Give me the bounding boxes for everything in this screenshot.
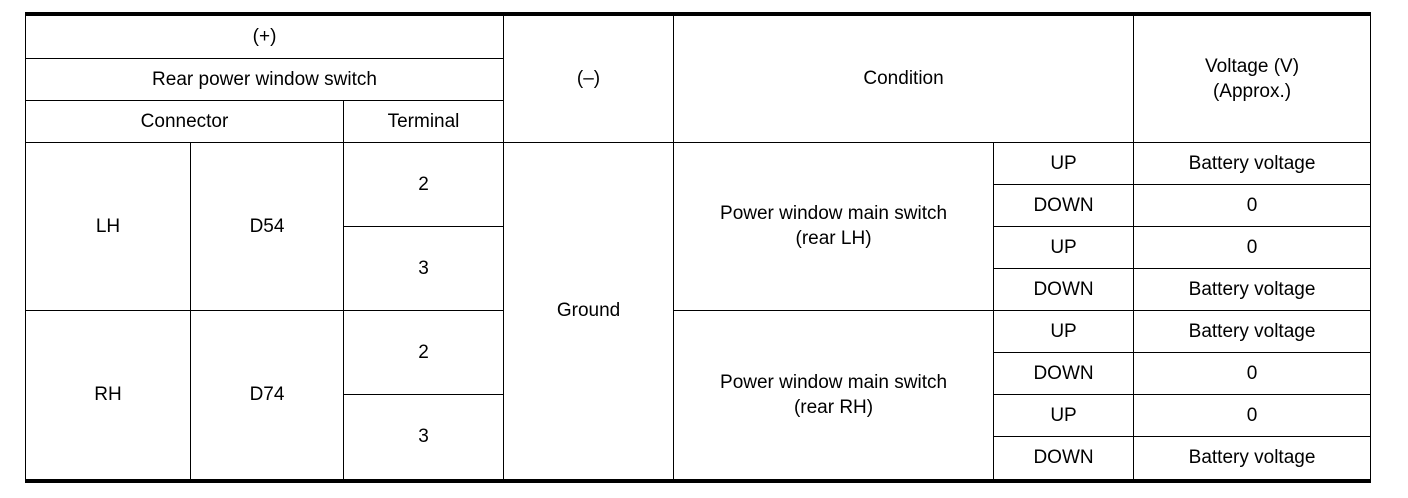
cell-terminal-rh-3: 3	[342, 393, 505, 482]
cell-voltage: Battery voltage	[1133, 309, 1372, 353]
cell-terminal-rh-2: 2	[342, 309, 505, 395]
cell-operation: UP	[993, 393, 1135, 437]
cell-operation: UP	[993, 309, 1135, 353]
table-row: 3 UP 0	[26, 225, 1372, 311]
cell-terminal-lh-2: 2	[342, 141, 505, 227]
header-plus-label: (+)	[24, 13, 505, 59]
header-terminal-label: Terminal	[342, 99, 505, 143]
cell-operation: UP	[993, 141, 1135, 185]
cell-voltage: 0	[1133, 183, 1372, 227]
table-row: DOWN 0	[26, 183, 1372, 227]
cell-operation: DOWN	[993, 435, 1135, 482]
table-row: 3 UP 0	[26, 393, 1372, 482]
cell-voltage: Battery voltage	[1133, 435, 1372, 482]
header-row-subcols: Connector Terminal	[25, 99, 1371, 143]
header-connector-label: Connector	[25, 99, 344, 143]
condition-rh-line2: (rear RH)	[793, 396, 874, 418]
cell-voltage: Battery voltage	[1133, 267, 1372, 311]
cell-terminal-lh-3: 3	[342, 225, 505, 311]
table-row: DOWN 0	[26, 351, 1372, 395]
cell-connector-d74: D74	[190, 309, 344, 482]
cell-voltage: 0	[1133, 393, 1372, 437]
header-row-group: Rear power window switch	[24, 57, 1371, 101]
table-row: LH D54 2 Ground Power window main switch…	[25, 141, 1372, 482]
header-row-plus: (+) (–) Condition Voltage (V) (Approx.)	[24, 13, 1372, 143]
header-voltage-line1: Voltage (V)	[1205, 55, 1300, 77]
condition-rh-line1: Power window main switch	[720, 371, 948, 393]
condition-lh-line1: Power window main switch	[720, 203, 948, 225]
header-voltage-line2: (Approx.)	[1212, 80, 1292, 102]
header-group-label: Rear power window switch	[24, 57, 505, 101]
table-row: DOWN Battery voltage	[26, 435, 1372, 482]
cell-operation: DOWN	[993, 183, 1135, 227]
header-condition-label: Condition	[673, 13, 1135, 143]
cell-voltage: Battery voltage	[1133, 141, 1372, 185]
cell-condition-rh: Power window main switch (rear RH)	[673, 309, 995, 482]
cell-connector-d54: D54	[190, 141, 344, 311]
cell-ground: Ground	[503, 141, 675, 482]
voltage-spec-table: (+) (–) Condition Voltage (V) (Approx.) …	[24, 12, 1372, 483]
cell-condition-lh: Power window main switch (rear LH)	[673, 141, 995, 311]
cell-operation: DOWN	[993, 351, 1135, 395]
header-minus-label: (–)	[503, 13, 675, 143]
cell-side-lh: LH	[25, 141, 191, 311]
cell-operation: UP	[993, 225, 1135, 269]
table-row: RH D74 2 Power window main switch (rear …	[25, 309, 1372, 482]
cell-voltage: 0	[1133, 225, 1372, 269]
cell-voltage: 0	[1133, 351, 1372, 395]
condition-lh-line2: (rear LH)	[795, 228, 872, 250]
header-voltage-label: Voltage (V) (Approx.)	[1133, 13, 1372, 143]
cell-side-rh: RH	[25, 309, 191, 482]
cell-operation: DOWN	[993, 267, 1135, 311]
